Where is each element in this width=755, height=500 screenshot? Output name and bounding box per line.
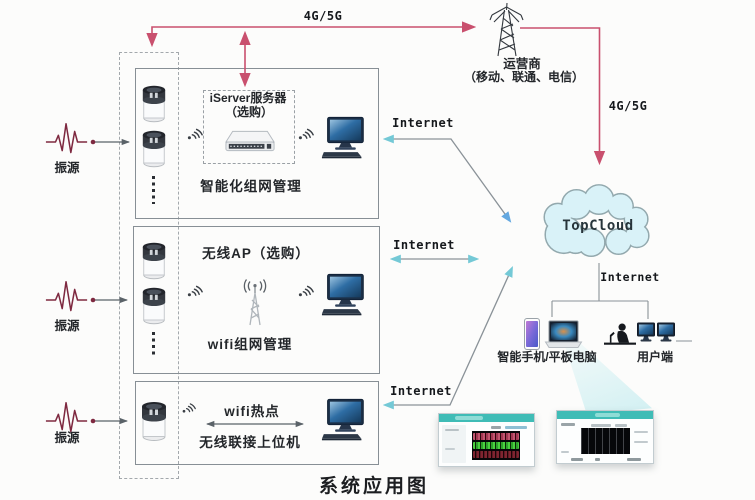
wifi-signal-icon — [298, 128, 314, 141]
person-desk-icon — [604, 323, 636, 345]
more-sensors-ellipsis — [152, 176, 155, 204]
box1-caption: 智能化组网管理 — [200, 179, 302, 194]
cloud-label: TopCloud — [562, 218, 634, 234]
box3-caption: 无线联接上位机 — [199, 435, 301, 450]
carrier-operators: （移动、联通、电信） — [463, 70, 585, 84]
box3-title: wifi热点 — [224, 404, 280, 419]
app-window-waveform-detail — [556, 410, 654, 464]
mobile-clients-label: 智能手机/平板电脑 — [497, 350, 597, 364]
iserver-subtitle: （选购） — [224, 105, 274, 119]
more-sensors-ellipsis — [152, 332, 155, 358]
page-title: 系统应用图 — [318, 476, 430, 497]
source-label-3: 振源 — [54, 431, 80, 445]
app-titlebar-text — [455, 416, 483, 420]
server-icon — [225, 130, 275, 152]
terminal-clients-label: 用户端 — [636, 350, 674, 364]
source-label-1: 振源 — [54, 161, 80, 175]
cloud-icon — [543, 184, 650, 258]
internet-middle-label: Internet — [393, 238, 455, 252]
waveform-icon — [45, 123, 88, 154]
iserver-title: iServer服务器 — [209, 91, 287, 105]
sensor-zone-dashed-box — [119, 52, 179, 479]
app-titlebar-text — [595, 413, 620, 417]
group-box-smart-networking — [135, 68, 379, 219]
cell-tower-icon — [489, 2, 524, 57]
box2-title: 无线AP（选购） — [202, 246, 310, 261]
wifi-signal-icon — [187, 128, 203, 141]
sensor-icon — [142, 85, 166, 123]
sensor-icon — [142, 130, 166, 168]
waveform-icon — [45, 281, 88, 312]
computer-icon — [321, 116, 364, 159]
sensor-icon — [142, 242, 166, 280]
monitor-icon — [657, 322, 675, 342]
waveform-panel — [581, 428, 630, 454]
wifi-signal-icon — [182, 403, 196, 414]
sensor-icon — [142, 287, 166, 325]
source-label-2: 振源 — [54, 319, 80, 333]
phone-icon — [524, 318, 540, 350]
waveform-panel — [472, 431, 520, 460]
monitor-icon — [637, 322, 655, 342]
wifi-signal-icon — [298, 285, 314, 298]
app-window-waveform-list — [438, 413, 535, 467]
computer-icon — [321, 273, 364, 316]
sensor-icon — [141, 401, 167, 441]
internet-top-label: Internet — [392, 116, 454, 130]
carrier-label: 运营商 — [503, 57, 541, 71]
box2-caption: wifi组网管理 — [207, 337, 293, 352]
group-box-wifi-networking — [133, 226, 380, 374]
laptop-icon — [545, 320, 582, 348]
app-titlebar — [439, 414, 534, 422]
iserver-optional-dashed-box — [203, 90, 295, 164]
cloud-internet-label: Internet — [600, 270, 660, 284]
top-4g5g-label: 4G/5G — [303, 9, 343, 23]
wifi-signal-icon — [187, 285, 203, 298]
carrier-4g5g-label: 4G/5G — [608, 99, 648, 113]
internet-bottom-label: Internet — [390, 384, 452, 398]
computer-icon — [321, 398, 364, 441]
antenna-icon — [243, 278, 267, 326]
group-box-wifi-hotspot — [135, 381, 379, 465]
